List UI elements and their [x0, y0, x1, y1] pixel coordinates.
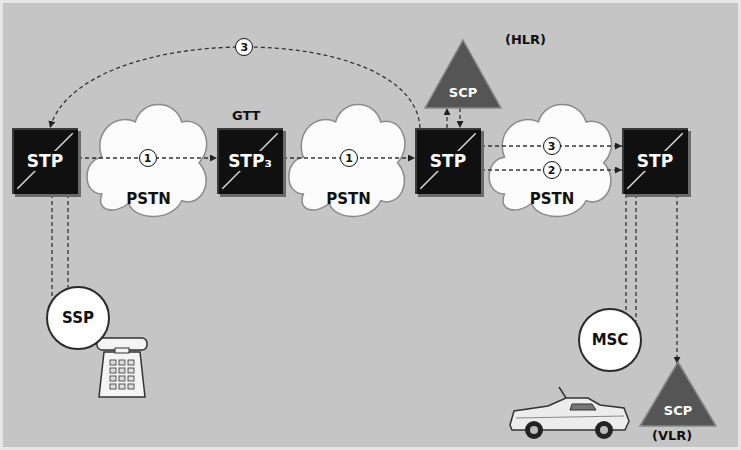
callout-number: 3 [235, 38, 253, 56]
node-label: STP [428, 151, 468, 171]
telephone-icon [97, 338, 147, 397]
node-label: SCP [449, 85, 477, 100]
switch-circle: SSP [46, 286, 110, 350]
stp-box: STP₃ [217, 128, 283, 194]
car-icon [510, 387, 629, 439]
stp-box: STP [415, 128, 481, 194]
node-heading: (VLR) [652, 428, 692, 443]
scp-triangle: SCP(VLR) [640, 362, 716, 426]
node-label: STP [25, 151, 65, 171]
switch-circle: MSC [578, 308, 642, 372]
node-label: PSTN [326, 190, 371, 208]
callout-number: 3 [543, 137, 561, 155]
stp-box: STP [622, 128, 688, 194]
signal-link [51, 194, 52, 299]
node-label: STP [635, 151, 675, 171]
pstn-cloud: PSTN [484, 92, 620, 228]
node-label: SSP [62, 309, 94, 327]
signal-link [446, 108, 447, 128]
node-label: PSTN [126, 190, 171, 208]
stp-box: STP [12, 128, 78, 194]
callout-number: 1 [139, 149, 157, 167]
signal-link [67, 194, 68, 288]
node-label: MSC [592, 331, 629, 349]
signal-link [635, 194, 636, 321]
signal-link [459, 108, 460, 128]
node-label: SCP [664, 403, 692, 418]
node-label: STP₃ [226, 151, 274, 171]
node-heading: (HLR) [505, 32, 546, 47]
signal-link [625, 194, 626, 312]
scp-triangle: SCP(HLR) [425, 40, 501, 108]
node-label: PSTN [530, 190, 575, 208]
callout-number: 2 [543, 161, 561, 179]
callout-number: 1 [340, 149, 358, 167]
gtt-label: GTT [232, 108, 260, 123]
signal-link [676, 194, 677, 364]
